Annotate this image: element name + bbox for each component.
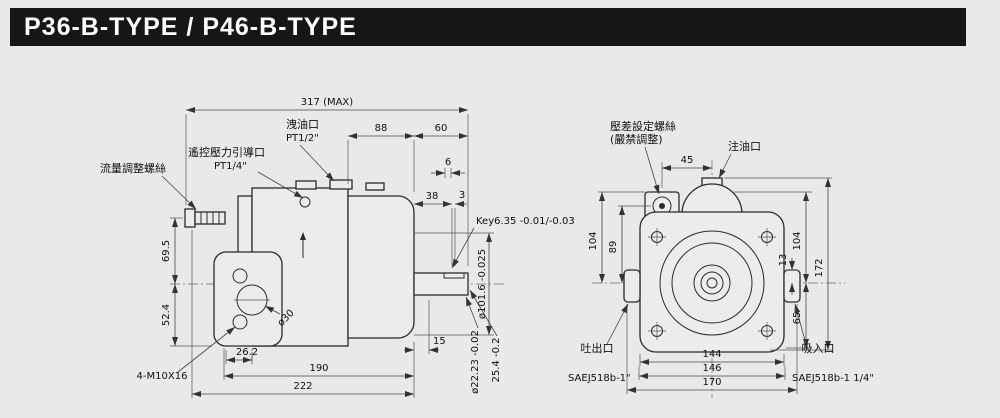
flow-arrow	[300, 232, 306, 240]
dim-45: 45	[681, 155, 694, 166]
drain-port	[329, 179, 353, 190]
remote-pressure-port-label: 遙控壓力引導口	[188, 145, 265, 159]
dim-190: 190	[309, 363, 328, 374]
dim-3: 3	[459, 190, 465, 201]
dim-144: 144	[702, 349, 721, 360]
title-bar: P36-B-TYPE / P46-B-TYPE	[10, 8, 966, 46]
inlet-port-size: SAEJ518b-1 1/4"	[792, 373, 874, 384]
dim-170: 170	[702, 377, 721, 388]
outlet-port-size: SAEJ518b-1"	[568, 373, 631, 384]
dim-13: 13	[778, 254, 789, 267]
front-view-leaders	[606, 146, 807, 345]
remote-pressure-port-size: PT1/4"	[214, 161, 247, 172]
dim-65: 65	[792, 312, 803, 325]
dim-104-right: 104	[792, 231, 803, 250]
pressure-diff-screw-note: (嚴禁調整)	[610, 132, 663, 146]
drain-port-label: 洩油口	[286, 117, 319, 131]
flow-adjust-screw-label: 流量調整螺絲	[100, 161, 166, 175]
outlet-port-boss	[623, 269, 641, 303]
dim-89: 89	[608, 241, 619, 254]
side-view-dimension-lines	[172, 107, 492, 397]
pressure-diff-screw-label: 壓差設定螺絲	[610, 119, 676, 133]
dim-15: 15	[433, 336, 446, 347]
key-spec-label: Key6.35 -0.01/-0.03	[476, 216, 575, 227]
shaft-length-label: 25.4 -0.2	[491, 338, 502, 383]
side-view-leaders	[161, 144, 498, 373]
front-view-dimension-lines	[599, 165, 831, 393]
pilot-diameter-label: ø101.6 -0.025	[477, 249, 488, 319]
shaft-key	[443, 272, 465, 279]
dim-88: 88	[375, 123, 388, 134]
dim-172: 172	[814, 258, 825, 277]
dim-52-4: 52.4	[161, 304, 172, 326]
inlet-port-label: 吸入口	[802, 342, 835, 355]
drain-port-size: PT1/2"	[286, 133, 319, 144]
dim-222: 222	[293, 381, 312, 392]
bolt-hole	[232, 314, 248, 330]
dim-overall-length: 317 (MAX)	[301, 97, 353, 108]
dim-38: 38	[426, 191, 439, 202]
front-view-body	[623, 177, 801, 353]
dim-26-2: 26.2	[236, 347, 258, 358]
shaft-diameter-label: ø22.23 -0.02	[470, 330, 481, 394]
dim-69-5: 69.5	[161, 240, 172, 262]
dim-60: 60	[435, 123, 448, 134]
page-title: P36-B-TYPE / P46-B-TYPE	[24, 12, 357, 41]
oil-fill-port-label: 注油口	[728, 139, 761, 153]
outlet-port-label: 吐出口	[581, 341, 614, 355]
mounting-flange	[213, 251, 283, 347]
front-view: 壓差設定螺絲 (嚴禁調整) 45 注油口 104 89 104 13 65 17…	[568, 119, 874, 398]
dim-6: 6	[445, 157, 451, 168]
dim-146: 146	[702, 363, 721, 374]
side-view-body	[184, 179, 469, 347]
dim-104-left: 104	[588, 231, 599, 250]
side-view: 317 (MAX) 88 60 6 38 3 Key6.35 -0.01/-0.…	[100, 97, 575, 398]
remote-pressure-port	[295, 180, 317, 190]
side-view-extension-lines	[170, 114, 494, 398]
bolt-hole	[232, 268, 248, 284]
mount-bolt-label: 4-M10X16	[137, 371, 188, 382]
drive-shaft	[413, 272, 469, 296]
